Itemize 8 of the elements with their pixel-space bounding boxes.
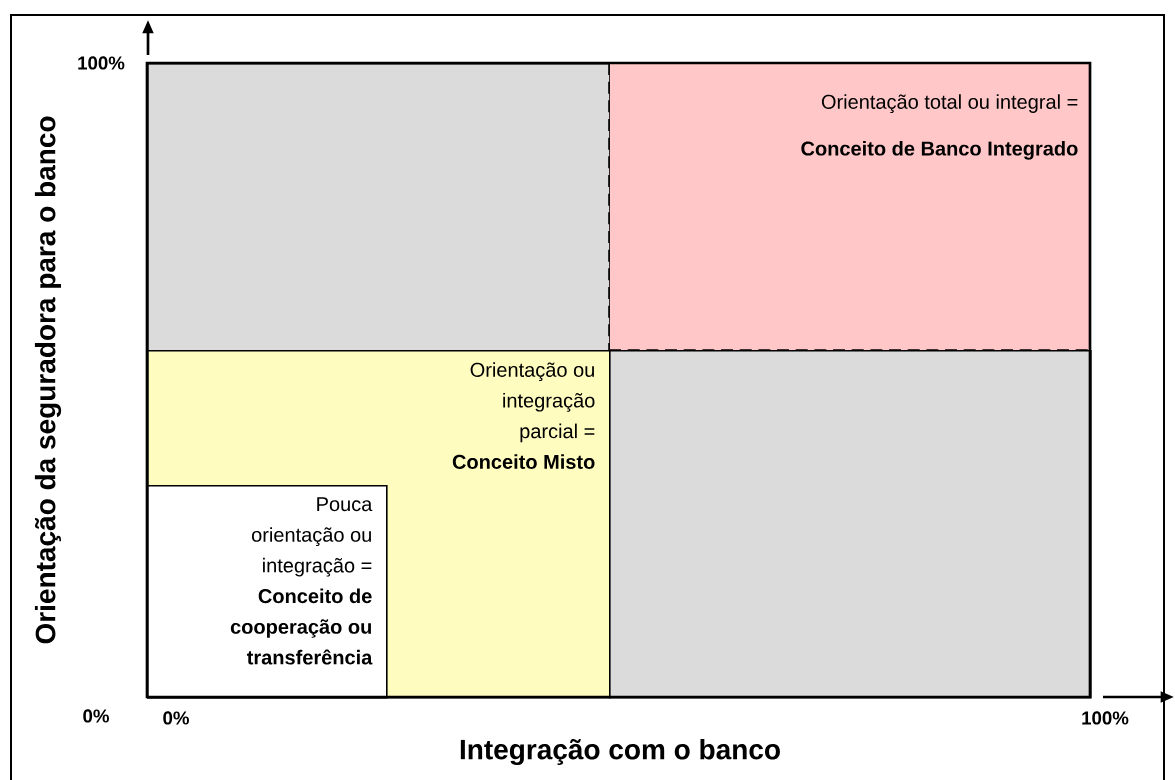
tick-label: 100%	[78, 56, 125, 70]
quadrant-box: Pouca orientação ou integração = Conceito de cooperação ou transferência	[147, 485, 388, 699]
axis-title: Integração com o banco	[460, 738, 780, 766]
quadrant-box	[609, 350, 1092, 699]
quadrant-box	[147, 63, 611, 352]
tick-label: 100%	[1082, 711, 1129, 725]
tick-label: 0%	[83, 709, 109, 723]
axis-title: Orientação da seguradora para o banco	[34, 116, 62, 644]
